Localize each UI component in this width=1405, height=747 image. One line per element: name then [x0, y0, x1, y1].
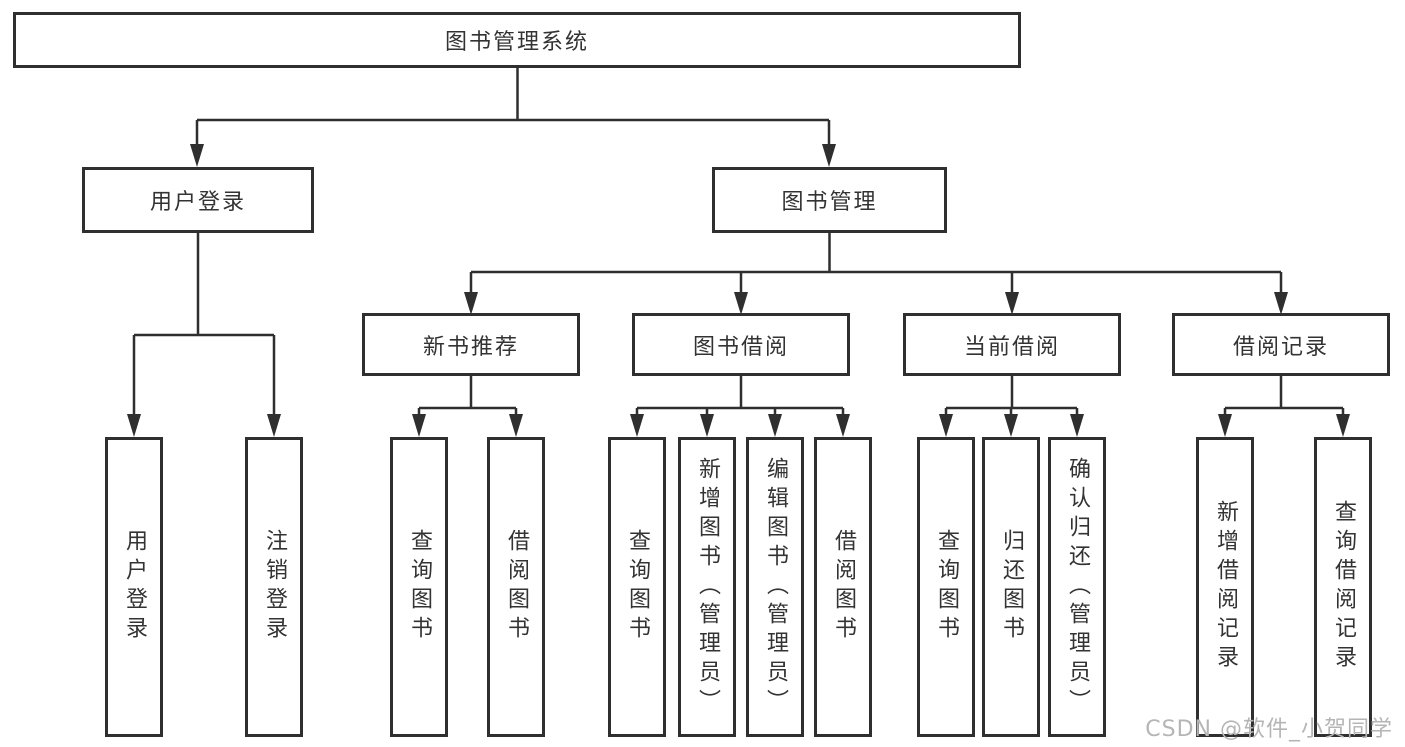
- node-leaf-bb-borrow-books: 借阅图书: [814, 437, 872, 737]
- arrowhead: [267, 414, 281, 437]
- arrowhead: [822, 144, 836, 167]
- node-leaf-cb-confirm-return-admin: 确认归还（管理员）: [1048, 437, 1106, 737]
- csdn-watermark: CSDN @软件_小贺同学: [1145, 717, 1393, 742]
- connector-root-trunk: [195, 68, 831, 150]
- node-leaf-rec-query-books: 查询图书: [390, 437, 448, 737]
- connector-book-borrowing-branch: [635, 376, 845, 428]
- node-leaf-br-add-record: 新增借阅记录: [1196, 437, 1254, 737]
- arrowhead: [1336, 414, 1350, 437]
- connector-book-management-branch: [469, 233, 1283, 302]
- connector-new-book-branch: [417, 376, 518, 428]
- arrowhead: [127, 414, 141, 437]
- node-leaf-cb-return-books: 归还图书: [982, 437, 1040, 737]
- node-leaf-logout: 注销登录: [245, 437, 303, 737]
- node-leaf-br-query-record: 查询借阅记录: [1314, 437, 1372, 737]
- node-book-management: 图书管理: [712, 167, 947, 233]
- arrowhead: [190, 144, 204, 167]
- arrowhead: [412, 414, 426, 437]
- arrowhead: [939, 414, 953, 437]
- node-library-management-system: 图书管理系统: [13, 12, 1021, 68]
- arrowhead: [700, 414, 714, 437]
- node-book-borrowing: 图书借阅: [632, 313, 850, 376]
- node-new-book-recommend: 新书推荐: [362, 313, 580, 376]
- node-leaf-user-login: 用户登录: [105, 437, 163, 737]
- node-leaf-rec-borrow-books: 借阅图书: [487, 437, 545, 737]
- node-leaf-bb-query-books: 查询图书: [608, 437, 666, 737]
- arrowhead: [1070, 414, 1084, 437]
- node-borrowing-records: 借阅记录: [1172, 313, 1390, 376]
- arrowhead: [464, 292, 478, 315]
- arrowhead: [1005, 292, 1019, 315]
- connector-borrowing-records-branch: [1223, 376, 1345, 428]
- connector-current-borrowing-branch: [944, 376, 1079, 428]
- node-leaf-bb-add-books-admin: 新增图书（管理员）: [678, 437, 736, 737]
- arrowhead: [1004, 414, 1018, 437]
- node-leaf-cb-query-books: 查询图书: [917, 437, 975, 737]
- node-current-borrowing: 当前借阅: [903, 313, 1121, 376]
- arrowhead: [1218, 414, 1232, 437]
- node-user-login: 用户登录: [82, 167, 314, 233]
- arrowhead: [1274, 292, 1288, 315]
- node-leaf-bb-edit-books-admin: 编辑图书（管理员）: [746, 437, 804, 737]
- arrowhead: [509, 414, 523, 437]
- connector-user-login-branch: [132, 233, 276, 425]
- arrowhead: [630, 414, 644, 437]
- arrowhead: [836, 414, 850, 437]
- arrowhead: [768, 414, 782, 437]
- arrowhead: [734, 292, 748, 315]
